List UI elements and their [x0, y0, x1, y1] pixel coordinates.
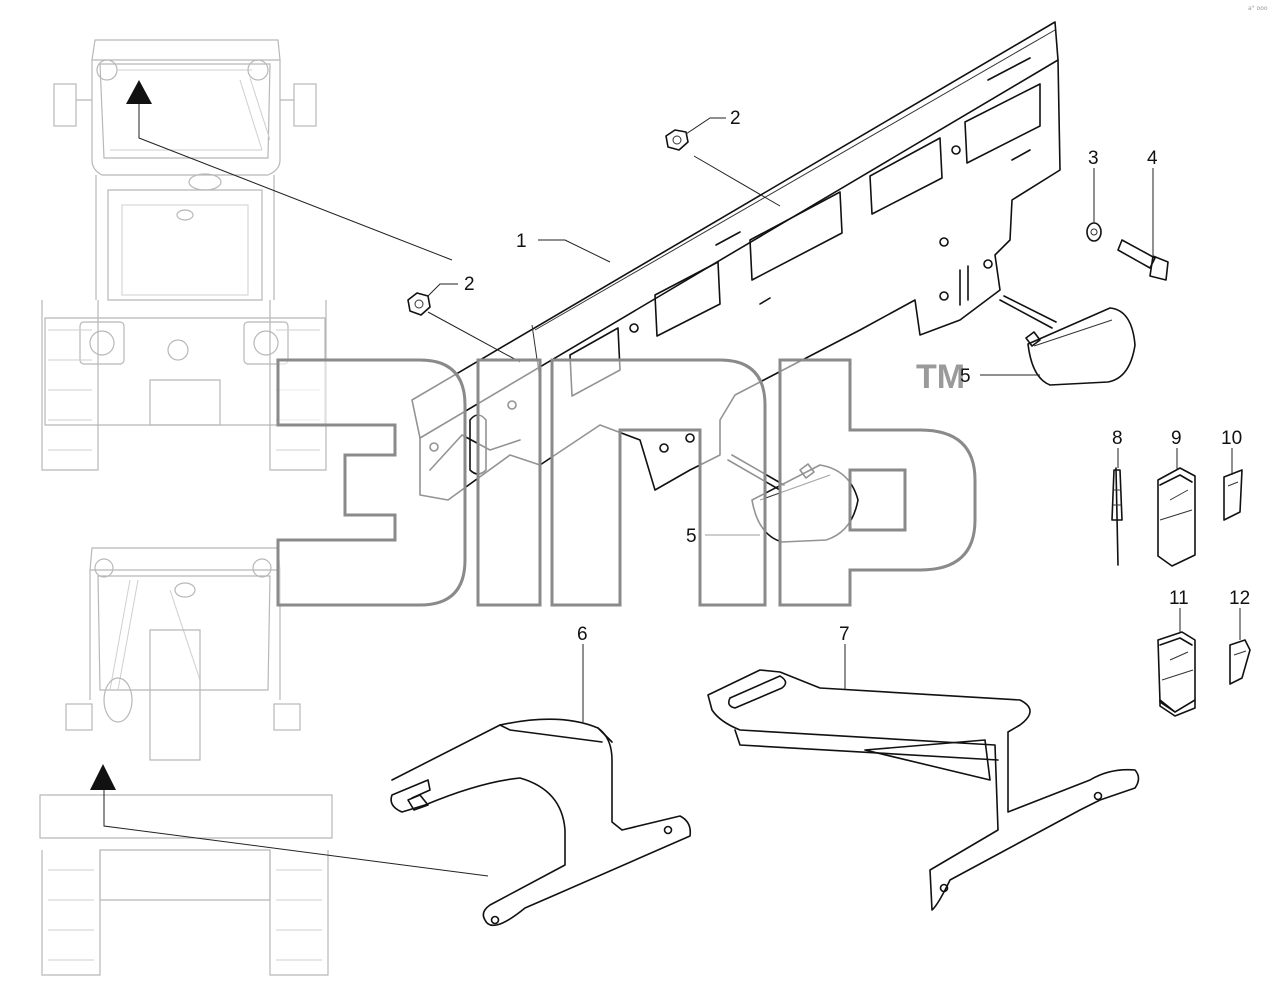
callout-4: 4 — [1147, 148, 1158, 169]
callout-6: 6 — [577, 624, 588, 645]
callout-10: 10 — [1221, 428, 1242, 449]
connector-housing-9 — [1157, 467, 1196, 567]
nut-2-lower — [407, 292, 431, 316]
callout-8: 8 — [1112, 428, 1123, 449]
callout-12: 12 — [1229, 588, 1250, 609]
callout-2-upper: 2 — [730, 108, 741, 129]
callout-2-lower: 2 — [464, 274, 475, 295]
tractor-front-view — [41, 39, 327, 471]
callout-11: 11 — [1169, 588, 1189, 609]
callout-3: 3 — [1088, 148, 1099, 169]
bracket-7 — [707, 669, 1140, 911]
bracket-6 — [390, 718, 692, 927]
watermark-logo: TM — [276, 358, 977, 607]
locator-arrow-front — [126, 80, 453, 261]
washer-3 — [1086, 222, 1102, 242]
locator-arrow-rear — [90, 764, 489, 877]
callout-7: 7 — [839, 624, 850, 645]
callout-5-lower: 5 — [686, 526, 697, 547]
watermark-trademark: TM — [916, 358, 965, 396]
connector-housing-11 — [1157, 631, 1196, 717]
callout-1: 1 — [516, 231, 527, 252]
bolt-4 — [1117, 239, 1169, 281]
wedge-lock-12 — [1229, 639, 1251, 685]
terminal-pin-8 — [1111, 467, 1123, 566]
callout-labels: 1 2 2 3 4 5 5 6 7 8 9 10 11 12 — [464, 108, 1250, 645]
tractor-rear-view — [39, 547, 333, 976]
callout-5-upper: 5 — [960, 366, 971, 387]
leader-lines — [427, 117, 1241, 722]
corner-mark: a° ooo — [1248, 5, 1268, 12]
nut-2-upper — [665, 129, 689, 151]
lamp-5-upper — [999, 295, 1136, 386]
callout-9: 9 — [1171, 428, 1182, 449]
wedge-lock-10 — [1223, 469, 1243, 521]
